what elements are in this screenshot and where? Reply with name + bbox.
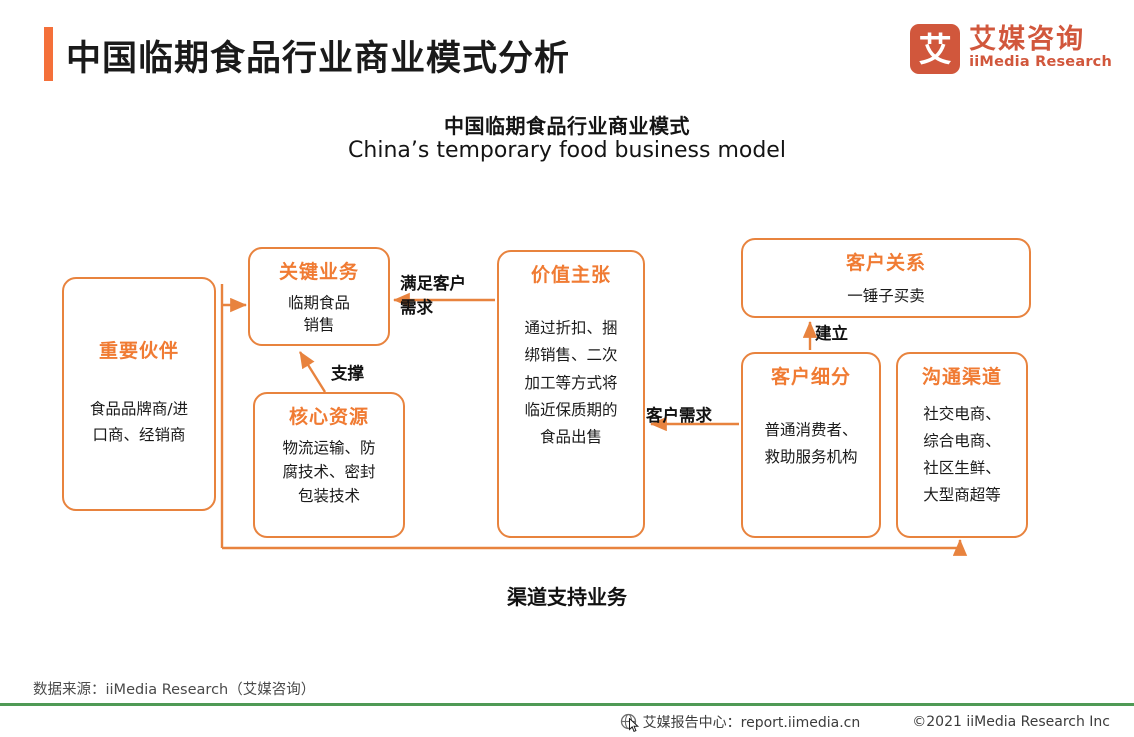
node-communication-channels[interactable]: 沟通渠道 社交电商、 综合电商、 社区生鲜、 大型商超等: [896, 352, 1028, 538]
chart-subtitle-en: China’s temporary food business model: [348, 138, 786, 163]
edge-label-support: 支撑: [331, 364, 364, 383]
chart-subtitle-cn: 中国临期食品行业商业模式: [444, 114, 690, 138]
node-title: 关键业务: [278, 261, 359, 283]
node-core-resources[interactable]: 核心资源 物流运输、防 腐技术、密封 包装技术: [253, 392, 405, 538]
node-customer-relationships[interactable]: 客户关系 一锤子买卖: [741, 238, 1031, 318]
node-title: 核心资源: [288, 406, 369, 428]
node-title: 客户细分: [770, 366, 851, 388]
edge-label-meet-customer-demand: 满足客户 需求: [400, 274, 466, 317]
edge-label-channel-support-business: 渠道支持业务: [507, 585, 627, 609]
node-important-partners[interactable]: 重要伙伴 食品品牌商/进 口商、经销商: [62, 277, 216, 511]
copyright-text: ©2021 iiMedia Research Inc: [912, 713, 1110, 730]
page-title: 中国临期食品行业商业模式分析: [66, 39, 571, 79]
node-body: 普通消费者、 救助服务机构: [764, 421, 858, 466]
node-title: 价值主张: [530, 264, 611, 286]
node-body: 物流运输、防 腐技术、密封 包装技术: [282, 439, 376, 506]
node-customer-segments[interactable]: 客户细分 普通消费者、 救助服务机构: [741, 352, 881, 538]
logo-mark-icon: 艾: [910, 24, 961, 74]
node-body: 通过折扣、捆 绑销售、二次 加工等方式将 临近保质期的 食品出售: [524, 319, 618, 447]
logo-text: 艾媒咨询 iiMedia Research: [969, 24, 1112, 72]
edge-label-customer-demand: 客户需求: [646, 406, 712, 425]
data-source-note: 数据来源：iiMedia Research（艾媒咨询）: [33, 682, 316, 698]
report-center-text: 艾媒报告中心：report.iimedia.cn: [642, 714, 861, 731]
logo-name-en: iiMedia Research: [969, 54, 1112, 71]
footer-bar: 艾媒报告中心：report.iimedia.cn ©2021 iiMedia R…: [0, 703, 1134, 737]
node-body: 社交电商、 综合电商、 社区生鲜、 大型商超等: [923, 405, 1001, 504]
brand-logo: 艾 艾媒咨询 iiMedia Research: [910, 24, 1112, 74]
node-title: 重要伙伴: [98, 340, 179, 363]
node-title: 沟通渠道: [921, 366, 1002, 388]
title-accent-bar: [44, 27, 53, 81]
globe-icon: [620, 713, 639, 733]
report-center-link[interactable]: 艾媒报告中心：report.iimedia.cn: [620, 712, 861, 733]
edge-label-establish: 建立: [815, 324, 848, 343]
node-body: 临期食品 销售: [287, 294, 350, 334]
node-body: 食品品牌商/进 口商、经销商: [89, 400, 189, 444]
node-value-proposition[interactable]: 价值主张 通过折扣、捆 绑销售、二次 加工等方式将 临近保质期的 食品出售: [497, 250, 645, 538]
node-title: 客户关系: [845, 252, 926, 274]
node-key-activities[interactable]: 关键业务 临期食品 销售: [248, 247, 390, 346]
mouse-cursor-icon: [628, 717, 640, 737]
logo-name-cn: 艾媒咨询: [969, 24, 1086, 56]
node-body: 一锤子买卖: [847, 287, 925, 305]
